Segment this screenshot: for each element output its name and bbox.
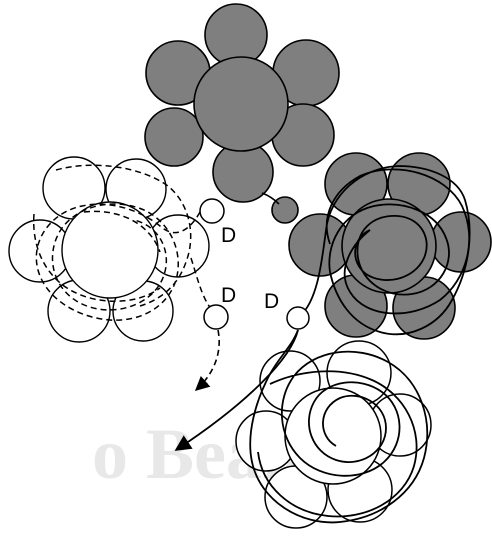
top-gray-cluster bbox=[145, 4, 339, 202]
top-petal-4 bbox=[145, 108, 203, 166]
bead-right bbox=[287, 307, 309, 329]
left-center bbox=[62, 202, 158, 298]
label-d-top: D bbox=[221, 224, 236, 247]
connector-line bbox=[262, 193, 279, 204]
label-d-right: D bbox=[264, 290, 279, 313]
right-petal-3 bbox=[431, 212, 491, 272]
left-open-cluster bbox=[9, 157, 209, 342]
right-gray-cluster bbox=[289, 153, 491, 339]
label-d-mid: D bbox=[221, 284, 236, 307]
bead-mid bbox=[204, 305, 228, 329]
bead-top bbox=[200, 199, 224, 223]
bottom-open-cluster bbox=[236, 341, 431, 528]
dashed-arrow bbox=[196, 330, 219, 390]
top-center bbox=[194, 57, 288, 151]
